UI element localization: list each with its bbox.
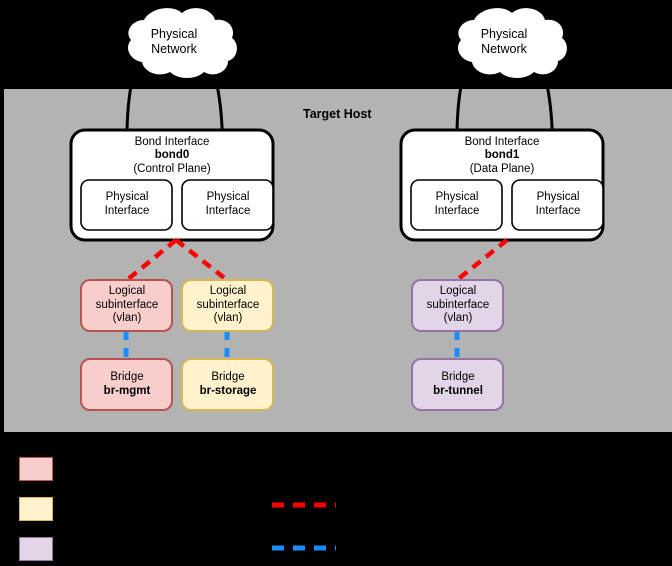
vlan-link-bond1-to-tunnel	[455, 238, 509, 282]
page-title: Target Host	[303, 107, 372, 121]
vlan-link-bond0-to-storage	[174, 238, 229, 282]
bridge-box-storage	[181, 358, 274, 411]
legend-swatch-tunnel	[19, 537, 53, 561]
legend-swatch-storage	[19, 497, 53, 521]
cloud-right	[458, 8, 567, 79]
vlan-box-mgmt	[80, 279, 173, 332]
bond0-physical-interface-1	[80, 179, 173, 231]
bond0-physical-interface-2	[181, 179, 274, 231]
bond1-physical-interface-2	[511, 179, 604, 231]
vlan-link-bond0-to-mgmt	[125, 238, 178, 282]
vlan-box-storage	[181, 279, 274, 332]
vlan-box-tunnel	[411, 279, 504, 332]
bridge-box-mgmt	[80, 358, 173, 411]
legend-swatch-mgmt	[19, 457, 53, 481]
bond1-physical-interface-1	[410, 179, 503, 231]
cloud-left	[128, 8, 237, 79]
bridge-box-tunnel	[411, 358, 504, 411]
